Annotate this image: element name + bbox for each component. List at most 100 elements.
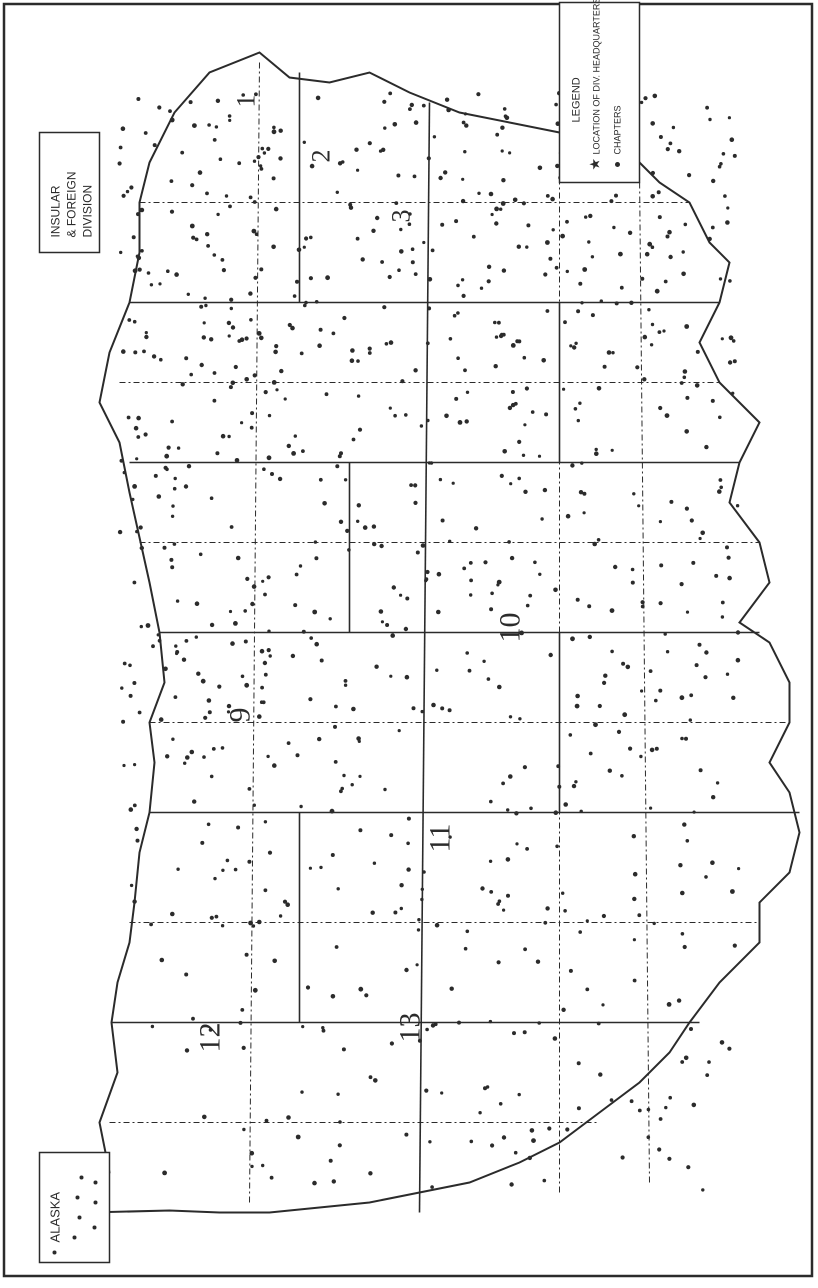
- chapter-dot: [140, 249, 144, 253]
- chapter-dot: [273, 349, 278, 355]
- chapter-dot: [350, 348, 355, 353]
- chapter-dot: [720, 337, 724, 341]
- chapter-dot: [259, 167, 264, 171]
- chapter-dot: [658, 405, 663, 411]
- chapter-dot: [135, 457, 139, 461]
- chapter-dot: [242, 1127, 246, 1132]
- chapter-dot: [245, 576, 250, 581]
- chapter-dot: [145, 623, 151, 628]
- chapter-dot: [399, 593, 403, 597]
- chapter-dot: [194, 237, 199, 242]
- chapter-dot: [266, 146, 271, 151]
- chapter-dot: [665, 146, 670, 152]
- chapter-dot: [164, 453, 170, 459]
- chapter-dot: [719, 485, 724, 490]
- chapter-dot: [537, 454, 542, 458]
- chapter-dot: [478, 1110, 482, 1115]
- chapter-dot: [171, 737, 175, 741]
- chapter-dot: [505, 857, 511, 862]
- chapter-dot: [382, 99, 387, 104]
- chapter-dot: [248, 291, 253, 296]
- chapter-dot: [689, 1027, 693, 1031]
- chapter-dot: [221, 267, 226, 273]
- chapter-dot: [336, 1092, 340, 1096]
- chapter-dot: [731, 391, 735, 395]
- chapter-dot: [293, 434, 297, 438]
- chapter-dot: [295, 753, 300, 758]
- chapter-dot: [662, 329, 666, 333]
- chapter-dot: [228, 118, 232, 122]
- chapter-dot: [169, 557, 174, 562]
- chapter-dot: [649, 806, 653, 810]
- chapter-dot: [515, 842, 519, 846]
- chapter-dot: [136, 435, 141, 439]
- chapter-dot: [430, 1023, 436, 1028]
- chapter-dot: [157, 638, 162, 643]
- chapter-dot: [735, 630, 741, 635]
- chapter-dot: [226, 710, 231, 714]
- chapter-dot: [643, 96, 648, 101]
- chapter-dot: [698, 768, 703, 773]
- chapter-dot: [132, 681, 137, 685]
- chapter-dot: [336, 887, 340, 891]
- chapter-dot: [714, 573, 719, 578]
- chapter-dot: [652, 921, 656, 926]
- chapter-dot: [360, 257, 365, 262]
- chapter-dot: [669, 499, 674, 504]
- chapter-dot: [521, 453, 526, 457]
- chapter-dot: [253, 275, 258, 280]
- chapter-dot: [322, 500, 327, 506]
- chapter-dot: [278, 156, 283, 161]
- chapter-dot: [501, 177, 506, 183]
- chapter-dot: [644, 251, 650, 257]
- chapter-dot: [648, 669, 653, 673]
- chapter-dot: [723, 194, 727, 198]
- chapter-dot: [430, 1185, 434, 1189]
- chapter-dot: [691, 560, 696, 565]
- chapter-dot: [345, 528, 350, 533]
- chapter-dot: [339, 789, 343, 794]
- chapter-dot: [262, 151, 267, 155]
- chapter-dot: [578, 930, 583, 934]
- chapter-dot: [357, 739, 361, 743]
- chapter-dot: [576, 1061, 581, 1066]
- chapter-dot: [465, 390, 470, 394]
- chapter-dot: [209, 774, 214, 779]
- chapter-dot: [338, 519, 344, 524]
- chapter-dot: [314, 641, 320, 647]
- chapter-dot: [508, 774, 513, 779]
- chapter-dot: [425, 1027, 429, 1032]
- chapter-dot: [192, 799, 197, 804]
- chapter-dot: [570, 463, 575, 468]
- chapter-dot: [628, 746, 633, 751]
- chapter-dot: [137, 267, 142, 272]
- chapter-dot: [134, 826, 139, 832]
- chapter-dot: [117, 161, 122, 166]
- chapter-dot: [461, 120, 466, 125]
- chapter-dot: [308, 866, 312, 870]
- chapter-dot: [328, 617, 332, 621]
- chapter-dot: [469, 578, 474, 583]
- chapter-dot: [262, 660, 268, 666]
- chapter-dot: [202, 1114, 207, 1120]
- chapter-dot: [243, 609, 247, 613]
- chapter-dot: [668, 141, 673, 146]
- chapter-dot: [501, 332, 506, 337]
- chapter-dot: [342, 773, 346, 778]
- chapter-dot: [685, 610, 690, 614]
- chapter-dot: [399, 883, 404, 888]
- chapter-dot: [665, 650, 670, 654]
- chapter-dot: [710, 225, 715, 230]
- chapter-dot: [143, 432, 148, 437]
- chapter-dot: [120, 686, 124, 690]
- chapter-dot: [494, 221, 499, 226]
- chapter-dot: [649, 747, 655, 753]
- insular-foreign-inset: INSULAR & FOREIGN DIVISION: [38, 131, 101, 254]
- chapter-dot: [432, 135, 437, 139]
- chapter-dot: [215, 98, 221, 103]
- chapter-dot: [132, 580, 137, 585]
- chapter-dot: [700, 530, 706, 536]
- chapter-dot: [384, 341, 389, 346]
- chapter-dot: [489, 889, 494, 894]
- chapter-dot: [252, 373, 257, 378]
